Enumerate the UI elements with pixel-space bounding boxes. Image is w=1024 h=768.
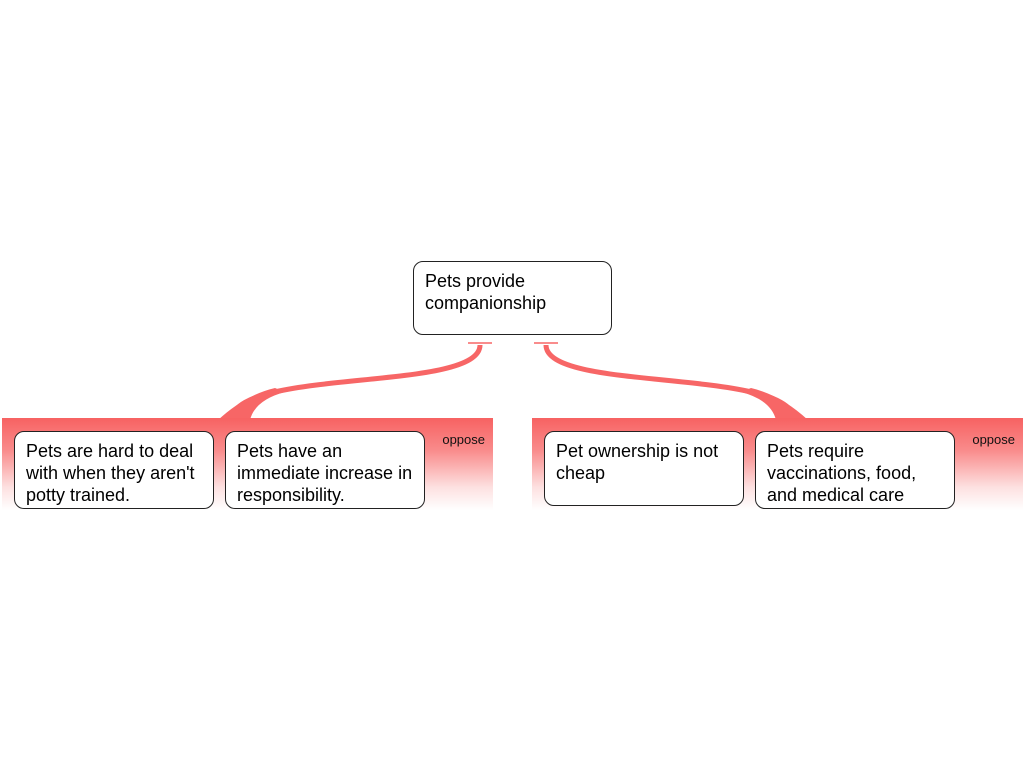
reason-node[interactable]: Pets require vaccinations, food, and med… bbox=[755, 431, 955, 509]
reason-text: Pets have an immediate increase in respo… bbox=[237, 441, 413, 505]
oppose-group-left[interactable]: oppose Pets are hard to deal with when t… bbox=[2, 418, 493, 510]
main-claim-node[interactable]: Pets provide companionship bbox=[413, 261, 612, 335]
oppose-group-label: oppose bbox=[442, 432, 485, 447]
reason-node[interactable]: Pets are hard to deal with when they are… bbox=[14, 431, 214, 509]
reason-text: Pet ownership is not cheap bbox=[556, 441, 719, 483]
reason-text: Pets require vaccinations, food, and med… bbox=[767, 441, 917, 505]
reason-text: Pets are hard to deal with when they are… bbox=[26, 441, 195, 505]
oppose-group-right[interactable]: oppose Pet ownership is not cheap Pets r… bbox=[532, 418, 1023, 510]
reason-node[interactable]: Pet ownership is not cheap bbox=[544, 431, 744, 506]
main-claim-text: Pets provide companionship bbox=[425, 271, 547, 313]
connector-left bbox=[229, 344, 483, 419]
connector-right bbox=[543, 344, 797, 419]
connector-right-foot bbox=[741, 388, 808, 420]
connector-left-foot bbox=[218, 388, 285, 420]
oppose-group-label: oppose bbox=[972, 432, 1015, 447]
reason-node[interactable]: Pets have an immediate increase in respo… bbox=[225, 431, 425, 509]
